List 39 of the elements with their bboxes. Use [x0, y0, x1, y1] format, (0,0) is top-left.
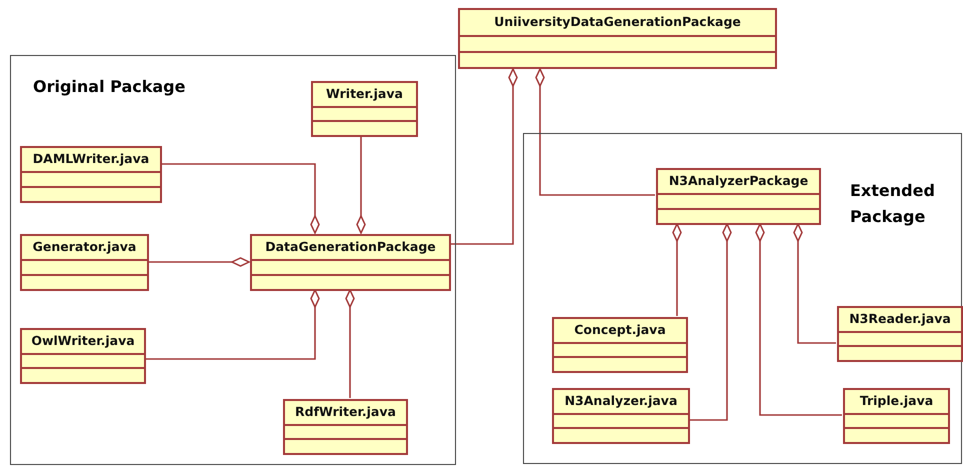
aggregation-connector	[345, 289, 355, 398]
package-frame	[523, 133, 962, 464]
class-box	[843, 388, 950, 444]
aggregation-connector	[148, 257, 250, 267]
class-box	[552, 317, 688, 373]
class-name: DataGenerationPackage	[265, 238, 436, 256]
aggregation-connector	[450, 68, 518, 245]
class-box	[20, 328, 146, 384]
class-name: Writer.java	[326, 84, 403, 103]
aggregation-connector	[755, 223, 842, 416]
aggregation-connector	[535, 68, 655, 196]
class-name: OwlWriter.java	[31, 332, 135, 350]
class-name: N3AnalyzerPackage	[668, 172, 808, 190]
class-name: DAMLWriter.java	[32, 150, 150, 168]
package-title: Extended Package	[850, 180, 936, 228]
class-name: N3Analyzer.java	[564, 392, 678, 410]
aggregation-connector	[793, 223, 836, 344]
class-box	[311, 81, 418, 137]
class-box	[656, 168, 821, 225]
class-name: UniiversityDataGenerationPackage	[494, 13, 741, 32]
aggregation-connector	[356, 136, 366, 234]
package-title: Original Package	[33, 76, 186, 98]
class-box	[837, 306, 963, 362]
class-name: N3Reader.java	[849, 310, 951, 328]
aggregation-connector	[145, 289, 320, 360]
aggregation-connector	[161, 163, 320, 234]
class-name: Triple.java	[860, 392, 934, 410]
class-box	[20, 234, 149, 291]
aggregation-connector	[689, 223, 732, 421]
class-name: RdfWriter.java	[295, 402, 396, 421]
class-box	[552, 388, 690, 444]
class-box	[250, 234, 451, 291]
class-name: Concept.java	[574, 320, 666, 339]
class-box	[20, 146, 162, 203]
class-box	[283, 399, 408, 455]
class-name: Generator.java	[32, 238, 136, 256]
package-frame	[10, 55, 456, 465]
aggregation-connector	[672, 223, 682, 316]
class-box	[458, 8, 777, 69]
